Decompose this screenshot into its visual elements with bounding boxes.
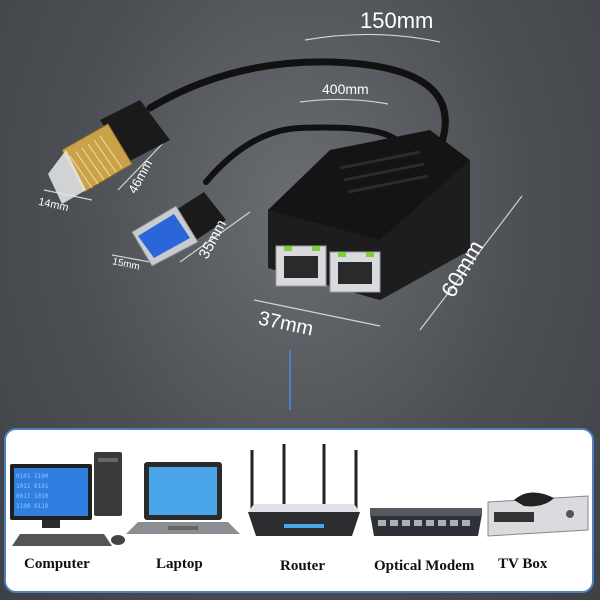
svg-text:0011 1010: 0011 1010 bbox=[16, 493, 49, 500]
device-label-router: Router bbox=[280, 558, 325, 574]
device-label-optical-modem: Optical Modem bbox=[374, 558, 475, 574]
dim-line-46 bbox=[117, 137, 169, 191]
dim-line-60 bbox=[419, 195, 523, 331]
dimension-label-150: 150mm bbox=[360, 8, 434, 33]
rj45-plug bbox=[48, 100, 170, 204]
dim-line-150 bbox=[304, 33, 441, 43]
computer-icon: 0101 1100 1011 0101 0011 1010 1100 0110 bbox=[10, 452, 125, 546]
svg-text:1100 0110: 1100 0110 bbox=[16, 503, 49, 510]
dim-line-35 bbox=[179, 211, 251, 263]
router-icon bbox=[248, 444, 360, 536]
device-laptop: Laptop bbox=[122, 442, 242, 572]
product-hero: 150mm 400mm 14mm 46mm 15mm 35mm 37mm 60m… bbox=[43, 8, 523, 428]
device-label-computer: Computer bbox=[24, 556, 90, 572]
dim-line-400 bbox=[299, 98, 389, 105]
ethernet-cable bbox=[146, 58, 449, 152]
usb-cable bbox=[203, 124, 405, 185]
device-label-tv-box: TV Box bbox=[498, 556, 548, 572]
cables bbox=[146, 58, 449, 185]
dimension-label-400: 400mm bbox=[322, 81, 369, 97]
optical-modem-icon bbox=[370, 508, 482, 536]
device-computer: 0101 1100 1011 0101 0011 1010 1100 0110 Co… bbox=[8, 442, 128, 572]
usb-plug bbox=[131, 192, 226, 267]
laptop-icon bbox=[126, 462, 240, 534]
compatible-devices-panel: 0101 1100 1011 0101 0011 1010 1100 0110 Co… bbox=[4, 428, 594, 593]
svg-text:0101 1100: 0101 1100 bbox=[16, 473, 49, 480]
device-label-laptop: Laptop bbox=[156, 556, 203, 572]
splitter-body bbox=[268, 130, 470, 300]
dim-line-15 bbox=[111, 254, 151, 263]
device-router: Router bbox=[244, 440, 364, 574]
dim-line-37 bbox=[253, 299, 381, 327]
svg-text:1011 0101: 1011 0101 bbox=[16, 483, 49, 490]
device-tv-box: TV Box bbox=[484, 442, 592, 572]
device-optical-modem: Optical Modem bbox=[364, 442, 488, 574]
tv-box-icon bbox=[487, 492, 589, 537]
splitter-product-illustration bbox=[43, 33, 523, 428]
